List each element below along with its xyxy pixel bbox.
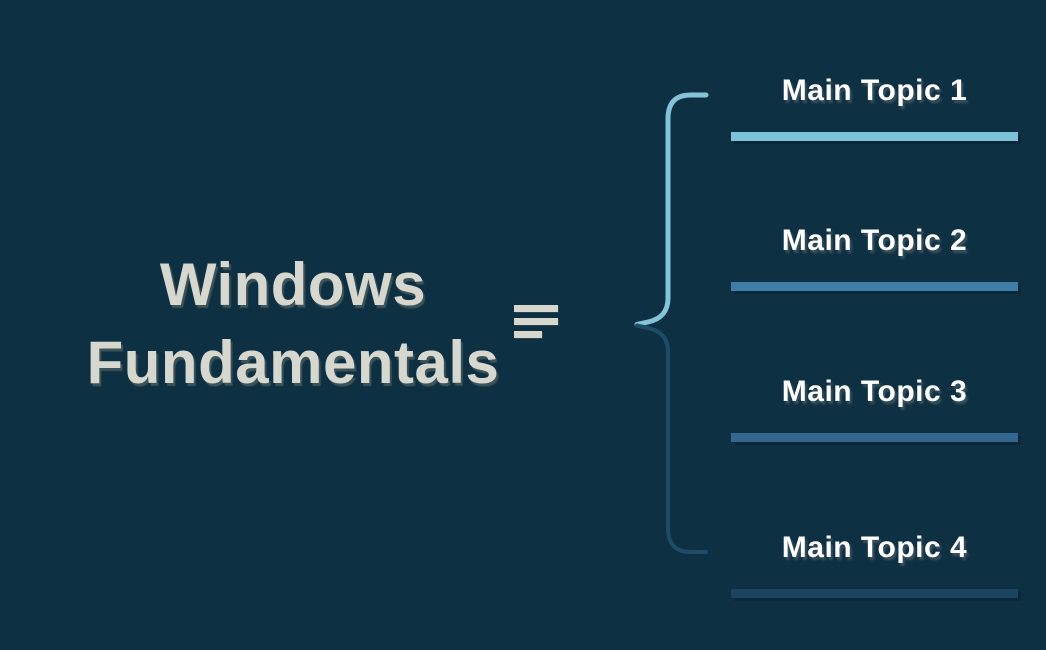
main-topic-3[interactable]: Main Topic 3 — [731, 375, 1018, 442]
notes-icon[interactable] — [514, 305, 558, 344]
branch-lower-curve[interactable] — [635, 323, 708, 554]
main-topic-2-underline — [731, 282, 1018, 291]
main-topic-2-label: Main Topic 2 — [781, 224, 968, 257]
main-topic-3-label: Main Topic 3 — [781, 375, 968, 408]
main-topic-1-underline — [731, 132, 1018, 141]
main-topic-3-underline — [731, 433, 1018, 442]
notes-icon-line-3 — [514, 331, 542, 338]
central-topic-title[interactable]: Windows Fundamentals — [86, 251, 500, 396]
main-topic-4-label: Main Topic 4 — [781, 531, 968, 564]
notes-icon-line-1 — [514, 305, 558, 312]
main-topic-4[interactable]: Main Topic 4 — [731, 531, 1018, 598]
main-topic-1[interactable]: Main Topic 1 — [731, 74, 1018, 141]
main-topic-4-underline — [731, 589, 1018, 598]
main-topic-2[interactable]: Main Topic 2 — [731, 224, 1018, 291]
notes-icon-line-2 — [514, 318, 558, 325]
main-topic-1-label: Main Topic 1 — [781, 74, 968, 107]
branch-upper-curve[interactable] — [634, 92, 709, 327]
